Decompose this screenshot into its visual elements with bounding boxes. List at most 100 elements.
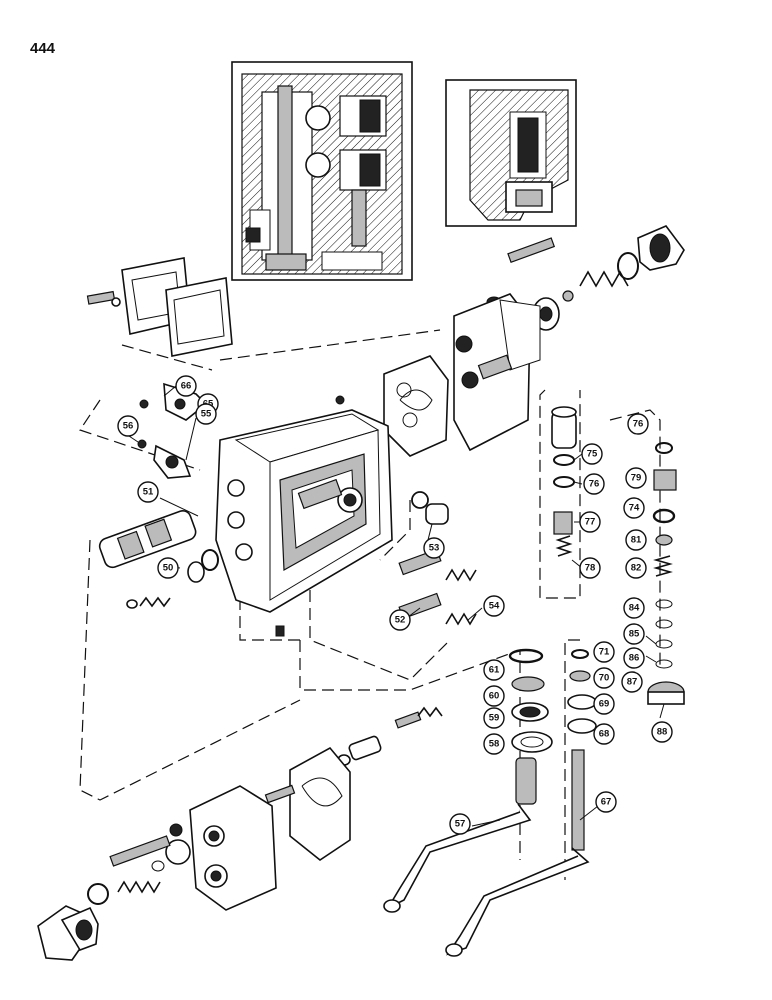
callout-circle [157,557,179,579]
right-column-parts [551,406,685,705]
callout-label: 53 [429,543,440,554]
callout-86: 86 [623,647,645,669]
callout-74: 74 [623,497,645,519]
callout-52: 52 [389,609,411,631]
callout-circle [483,595,505,617]
callout-55: 55 [195,403,217,425]
callout-label: 59 [489,713,500,724]
callout-circle [627,413,649,435]
callout-circle [623,597,645,619]
callout-label: 76 [589,479,600,490]
callout-76b: 76 [627,413,649,435]
callout-82: 82 [625,557,647,579]
callout-circle [483,733,505,755]
callout-50: 50 [157,557,179,579]
callout-label: 68 [599,729,610,740]
callout-label: 87 [627,677,638,688]
callout-label: 70 [599,673,610,684]
callout-circle [581,443,603,465]
cross-section-inset-right [445,79,577,227]
callout-label: 52 [395,615,406,626]
callout-label: 77 [585,517,596,528]
callout-77: 77 [579,511,601,533]
callout-label: 79 [631,473,642,484]
callout-67: 67 [595,791,617,813]
callout-circle [593,641,615,663]
callout-circle [583,473,605,495]
control-levers [383,749,590,957]
callout-label: 54 [489,601,500,612]
callout-circle [423,537,445,559]
cross-section-inset-left [231,61,413,281]
callout-56: 56 [117,415,139,437]
callout-57: 57 [449,813,471,835]
callout-circle [625,557,647,579]
callout-label: 57 [455,819,466,830]
callout-label: 84 [629,603,640,614]
callout-label: 58 [489,739,500,750]
callout-label: 88 [657,727,668,738]
seal-stacks [508,648,597,753]
callout-60: 60 [483,685,505,707]
callout-label: 50 [163,563,174,574]
callout-84: 84 [623,597,645,619]
valve-body [215,395,393,637]
callout-70: 70 [593,667,615,689]
callout-circle [623,647,645,669]
callout-circle [117,415,139,437]
callout-81: 81 [625,529,647,551]
callout-label: 85 [629,629,640,640]
callout-79: 79 [625,467,647,489]
callout-circle [579,511,601,533]
callout-circle [593,693,615,715]
callout-label: 51 [143,487,154,498]
callout-circle [593,723,615,745]
callout-circle [623,497,645,519]
callout-75: 75 [581,443,603,465]
callouts-layer: 6665565551505352547576777876797481828485… [117,375,673,835]
callout-69: 69 [593,693,615,715]
callout-circle [449,813,471,835]
callout-circle [175,375,197,397]
callout-53: 53 [423,537,445,559]
callout-54: 54 [483,595,505,617]
callout-label: 55 [201,409,212,420]
callout-label: 82 [631,563,642,574]
callout-label: 71 [599,647,610,658]
callout-label: 78 [585,563,596,574]
callout-label: 56 [123,421,134,432]
callout-label: 76 [633,419,644,430]
callout-label: 67 [601,797,612,808]
callout-71: 71 [593,641,615,663]
callout-51: 51 [137,481,159,503]
callout-label: 69 [599,699,610,710]
callout-circle [625,529,647,551]
spool-assembly [98,382,219,609]
callout-label: 60 [489,691,500,702]
callout-circle [579,557,601,579]
callout-circle [137,481,159,503]
callout-87: 87 [621,671,643,693]
callout-label: 66 [181,381,192,392]
callout-85: 85 [623,623,645,645]
callout-circle [483,707,505,729]
page-number: 444 [30,40,56,57]
callout-circle [483,659,505,681]
callout-88: 88 [651,721,673,743]
callout-label: 81 [631,535,642,546]
callout-66: 66 [175,375,197,397]
callout-circle [389,609,411,631]
callout-59: 59 [483,707,505,729]
callout-circle [651,721,673,743]
callout-circle [625,467,647,489]
callout-label: 74 [629,503,640,514]
callout-circle [621,671,643,693]
callout-circle [595,791,617,813]
end-cover-upper [383,293,541,457]
callout-circle [483,685,505,707]
callout-label: 75 [587,449,598,460]
callout-circle [195,403,217,425]
callout-label: 61 [489,665,500,676]
end-cover-lower [37,706,443,961]
